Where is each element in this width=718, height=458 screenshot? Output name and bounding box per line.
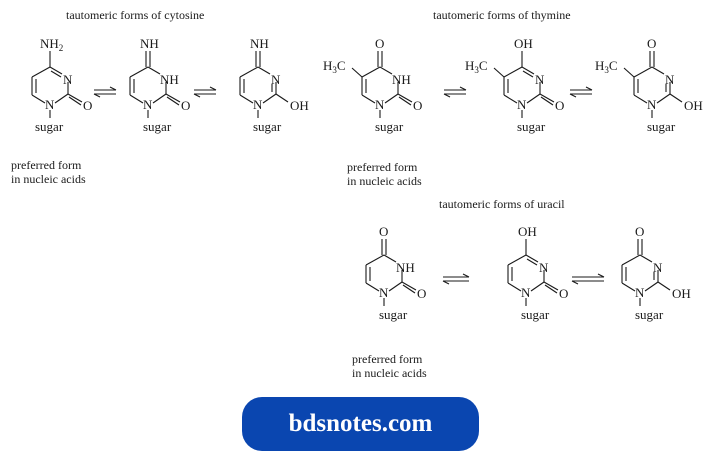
uracil-form-lactim: O N N OH sugar bbox=[621, 224, 691, 322]
svg-text:OH: OH bbox=[514, 36, 533, 51]
uracil-title: tautomeric forms of uracil bbox=[439, 197, 565, 211]
svg-text:NH: NH bbox=[250, 36, 269, 51]
equilibrium-arrow-icon bbox=[571, 273, 605, 285]
svg-text:sugar: sugar bbox=[517, 119, 546, 134]
svg-text:N: N bbox=[635, 285, 645, 300]
svg-text:N: N bbox=[665, 72, 675, 87]
cytosine-preferred-note: preferred form in nucleic acids bbox=[11, 158, 86, 186]
svg-text:N: N bbox=[45, 97, 55, 112]
cytosine-form-imino-enol: NH N N OH sugar bbox=[239, 36, 309, 134]
equilibrium-arrow-icon bbox=[442, 273, 470, 285]
svg-text:sugar: sugar bbox=[647, 119, 676, 134]
svg-text:N: N bbox=[539, 260, 549, 275]
svg-text:O: O bbox=[83, 98, 92, 113]
svg-text:H3C: H3C bbox=[323, 58, 346, 75]
note-line1: preferred form bbox=[347, 160, 418, 174]
svg-text:sugar: sugar bbox=[35, 119, 64, 134]
note-line2: in nucleic acids bbox=[347, 174, 422, 188]
svg-text:H3C: H3C bbox=[465, 58, 488, 75]
brand-watermark-button[interactable]: bdsnotes.com bbox=[242, 397, 479, 451]
svg-text:NH: NH bbox=[392, 72, 411, 87]
svg-text:O: O bbox=[635, 224, 644, 239]
svg-text:N: N bbox=[271, 72, 281, 87]
equilibrium-arrow-icon bbox=[569, 86, 593, 98]
equilibrium-arrow-icon bbox=[193, 86, 217, 98]
svg-text:N: N bbox=[647, 97, 657, 112]
uracil-form-keto: O NH N O sugar bbox=[365, 224, 426, 322]
thymine-title: tautomeric forms of thymine bbox=[433, 8, 571, 22]
svg-text:sugar: sugar bbox=[635, 307, 664, 322]
svg-text:N: N bbox=[63, 72, 73, 87]
svg-text:O: O bbox=[647, 36, 656, 51]
uracil-preferred-note: preferred form in nucleic acids bbox=[352, 352, 427, 380]
thymine-form-enol: OH H3C N N O sugar bbox=[465, 36, 564, 134]
svg-text:OH: OH bbox=[518, 224, 537, 239]
note-line1: preferred form bbox=[352, 352, 423, 366]
svg-text:O: O bbox=[555, 98, 564, 113]
cytosine-form-amino: NH2 N N O sugar bbox=[31, 36, 92, 134]
note-line2: in nucleic acids bbox=[11, 172, 86, 186]
nh2-label: NH2 bbox=[40, 36, 63, 53]
thymine-form-keto: O H3C NH N O sugar bbox=[323, 36, 422, 134]
svg-text:N: N bbox=[375, 97, 385, 112]
svg-text:H3C: H3C bbox=[595, 58, 618, 75]
svg-text:NH: NH bbox=[396, 260, 415, 275]
tautomer-structures: NH2 N N O sugar NH NH N O sugar bbox=[31, 36, 703, 322]
equilibrium-arrow-icon bbox=[443, 86, 467, 98]
svg-text:O: O bbox=[413, 98, 422, 113]
svg-text:O: O bbox=[379, 224, 388, 239]
svg-text:O: O bbox=[375, 36, 384, 51]
svg-text:O: O bbox=[559, 286, 568, 301]
svg-text:O: O bbox=[181, 98, 190, 113]
svg-text:N: N bbox=[143, 97, 153, 112]
svg-text:N: N bbox=[653, 260, 663, 275]
svg-text:sugar: sugar bbox=[253, 119, 282, 134]
svg-text:N: N bbox=[253, 97, 263, 112]
brand-label: bdsnotes.com bbox=[288, 410, 433, 437]
svg-text:O: O bbox=[417, 286, 426, 301]
svg-text:N: N bbox=[521, 285, 531, 300]
svg-text:NH: NH bbox=[140, 36, 159, 51]
note-line2: in nucleic acids bbox=[352, 366, 427, 380]
svg-text:OH: OH bbox=[684, 98, 703, 113]
svg-text:sugar: sugar bbox=[375, 119, 404, 134]
svg-text:sugar: sugar bbox=[379, 307, 408, 322]
svg-text:sugar: sugar bbox=[521, 307, 550, 322]
svg-text:sugar: sugar bbox=[143, 119, 172, 134]
svg-text:OH: OH bbox=[672, 286, 691, 301]
svg-text:OH: OH bbox=[290, 98, 309, 113]
equilibrium-arrow-icon bbox=[93, 86, 117, 98]
svg-text:N: N bbox=[517, 97, 527, 112]
svg-text:N: N bbox=[535, 72, 545, 87]
uracil-form-enol: OH N N O sugar bbox=[507, 224, 568, 322]
svg-text:N: N bbox=[379, 285, 389, 300]
svg-text:NH: NH bbox=[160, 72, 179, 87]
cytosine-title: tautomeric forms of cytosine bbox=[66, 8, 205, 22]
thymine-form-lactim: O H3C N N OH sugar bbox=[595, 36, 703, 134]
note-line1: preferred form bbox=[11, 158, 82, 172]
cytosine-form-imino: NH NH N O sugar bbox=[129, 36, 190, 134]
thymine-preferred-note: preferred form in nucleic acids bbox=[347, 160, 422, 188]
